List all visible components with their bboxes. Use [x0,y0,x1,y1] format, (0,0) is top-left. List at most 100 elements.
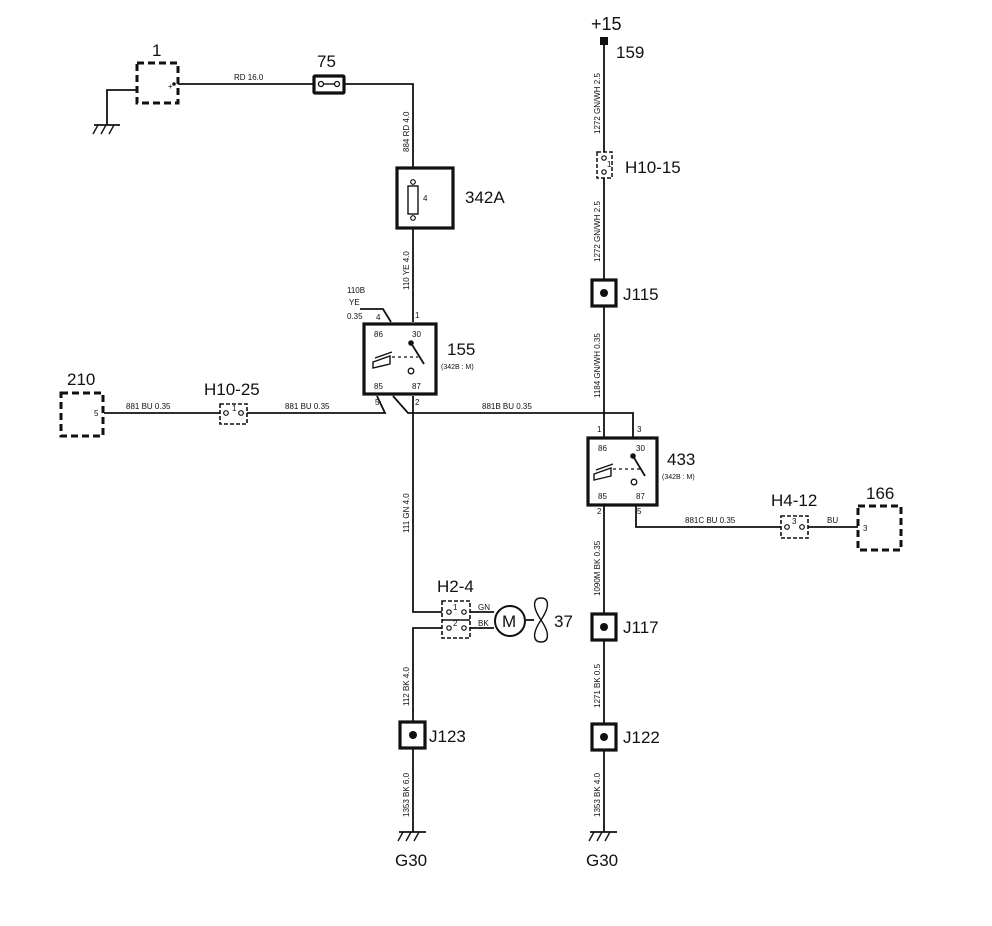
wire-881-mid [247,395,387,414]
wire-label-gn: GN [478,603,490,612]
pin-label: 30 [412,330,421,339]
component-166: 3 166 [856,484,903,552]
pin-label: 1 [597,425,602,434]
pin-label: 3 [637,425,642,434]
pin-label: 1 [415,311,420,320]
pin-label: 2 [415,398,420,407]
label-component-166: 166 [866,484,894,503]
ground-symbol-top [92,124,120,135]
splice-j117: J117 [590,612,659,642]
splice-j115: J115 [590,278,659,308]
wire-ground-1 [106,89,137,125]
label-159: 159 [616,43,644,62]
pin-label: 1 [232,404,237,413]
relay-433: 86 30 85 87 1 3 2 5 433 (342B : M) [586,425,695,516]
pin-label: 4 [423,194,428,203]
wire-label-1271: 1271 BK 0.5 [593,663,602,708]
fuse-box-342a: 4 342A [395,166,505,230]
ground-g30-left: G30 [395,831,427,870]
wire-label-110b-color: YE [349,298,360,307]
wire-label-1353-left: 1353 BK 6.0 [402,772,411,817]
pin-label: 5 [637,507,642,516]
wire-label-111: 111 GN 4.0 [402,493,411,533]
label-motor: M [502,612,516,631]
wire-label-881-left: 881 BU 0.35 [126,402,171,411]
label-fuse-75: 75 [317,52,336,71]
splice-j123: J123 [398,720,466,750]
wire-881b [392,395,634,438]
pin-label: 86 [374,330,383,339]
label-relay-155: 155 [447,340,475,359]
pin-label: 5 [375,398,380,407]
label-h4-12: H4-12 [771,491,817,510]
label-h10-25: H10-25 [204,380,260,399]
label-j123: J123 [429,727,466,746]
wire-label-881c: 881C BU 0.35 [685,516,736,525]
connector-h4-12: 3 H4-12 [771,491,817,539]
wire-label-rd16: RD 16.0 [234,73,264,82]
wire-label-110b: 110B [347,286,365,295]
pin-label: 1 [607,160,612,169]
label-h2-4: H2-4 [437,577,474,596]
label-j122: J122 [623,728,660,747]
pin-label: 86 [598,444,607,453]
pin-label: 30 [636,444,645,453]
label-g30-right: G30 [586,851,618,870]
wire-label-884: 884 RD 4.0 [402,111,411,152]
label-h10-15: H10-15 [625,158,681,177]
pin-label: 5 [94,409,99,418]
label-fan-37: 37 [554,612,573,631]
wire-label-1272-top: 1272 GN/WH 2.5 [593,73,602,134]
fan-motor-37: M 37 [494,597,573,643]
wire-label-112: 112 BK 4.0 [402,666,411,706]
ground-g30-right: G30 [586,831,618,870]
label-component-1: 1 [152,41,161,60]
connector-h10-15: 1 H10-15 [596,151,681,179]
wire-label-1184: 1184 GN/WH 0.35 [593,333,602,398]
label-j115: J115 [623,285,659,304]
pin-label: 85 [374,382,383,391]
wire-label-110b-size: 0.35 [347,312,363,321]
pin-label: 3 [792,517,797,526]
component-210: 5 210 [59,370,105,438]
wire-155-pin2 [412,396,442,613]
label-j117: J117 [623,618,659,637]
pin-label: + [168,82,173,91]
label-plus15: +15 [591,14,622,34]
wire-label-110: 110 YE 4.0 [402,251,411,290]
pin-label: 87 [636,492,645,501]
label-relay-433: 433 [667,450,695,469]
ref-relay-433: (342B : M) [662,474,695,481]
wire-labels: RD 16.0 884 RD 4.0 110 YE 4.0 881 BU 0.3… [126,73,838,817]
pin-label: 1 [453,603,458,612]
pin-label: 2 [453,619,458,628]
connector-h2-4: 1 2 H2-4 [437,577,474,639]
wire-label-bk: BK [478,619,489,628]
supply-plus15: +15 159 [591,14,644,62]
splice-j122: J122 [590,722,660,752]
wire-label-881-mid: 881 BU 0.35 [285,402,330,411]
wire-112 [412,627,442,722]
fuse-75: 75 [312,52,346,95]
ref-relay-155: (342B : M) [441,364,474,371]
component-1: + 1 [135,41,180,105]
wire-label-1090: 1090M BK 0.35 [593,540,602,596]
wires [104,45,858,832]
wire-110b-diag [360,308,392,323]
pin-label: 85 [598,492,607,501]
relay-155: 86 30 85 87 4 1 5 2 155 (342B : M) [362,311,475,407]
label-g30-left: G30 [395,851,427,870]
connector-h10-25: 1 H10-25 [204,380,260,425]
label-342a: 342A [465,188,505,207]
wire-label-bu: BU [827,516,838,525]
wire-881c [635,505,781,528]
pin-label: 2 [597,507,602,516]
wire-label-881b: 881B BU 0.35 [482,402,532,411]
wire-label-1272-mid: 1272 GN/WH 2.5 [593,201,602,262]
wire-75-to-342a [344,83,414,168]
pin-label: 4 [376,313,381,322]
label-component-210: 210 [67,370,95,389]
wire-label-1353-right: 1353 BK 4.0 [593,772,602,817]
pin-label: 3 [863,524,868,533]
